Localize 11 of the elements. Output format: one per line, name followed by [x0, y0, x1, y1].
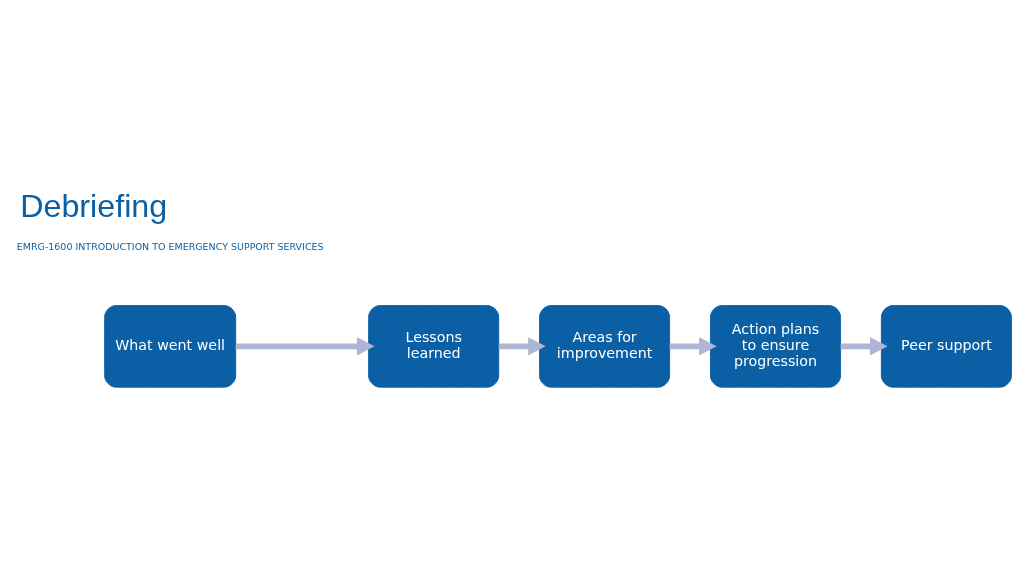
node-box: Peer support [880, 305, 1012, 388]
arrow [498, 337, 546, 356]
node-box: Lessons learned [368, 305, 500, 388]
node-box: What went well [104, 305, 237, 388]
node-box: Areas for improvement [539, 305, 671, 388]
arrow [669, 337, 717, 356]
arrow [235, 337, 375, 356]
diagram-title: Debriefing [20, 188, 168, 225]
node-box: Action plans to ensure progression [709, 305, 841, 388]
arrow [840, 337, 888, 356]
label: EMRG-1600 INTRODUCTION TO EMERGENCY SUPPORT SERVICES [16, 240, 324, 252]
